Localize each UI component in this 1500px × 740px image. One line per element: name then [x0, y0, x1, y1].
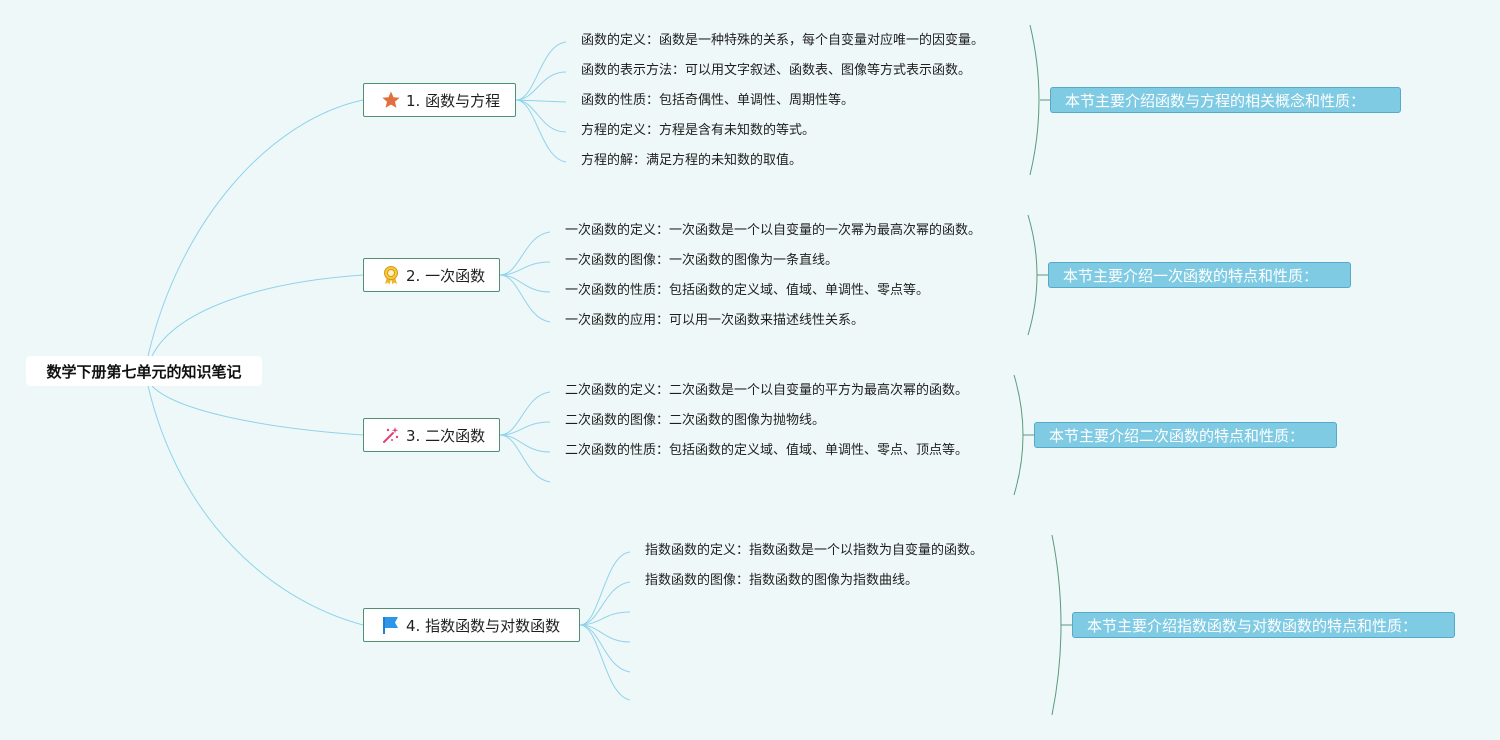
summary-brace-3 — [1013, 374, 1024, 496]
topic-1-to-item-3 — [515, 99, 567, 103]
topic-label: 1. 函数与方程 — [406, 91, 501, 110]
summary-box[interactable]: 本节主要介绍一次函数的特点和性质： — [1048, 262, 1351, 288]
topic-3-to-item-2 — [499, 421, 551, 436]
award-ribbon-icon — [381, 265, 401, 285]
topic-1-to-item-1 — [515, 41, 567, 101]
subtopic-item[interactable]: 函数的表示方法：可以用文字叙述、函数表、图像等方式表示函数。 — [581, 63, 972, 78]
topic-label: 3. 二次函数 — [406, 426, 486, 445]
summary-label: 本节主要介绍一次函数的特点和性质： — [1063, 266, 1319, 285]
topic-1-to-item-4 — [515, 99, 567, 133]
topic-2-to-item-1 — [499, 231, 551, 276]
topic-4-to-item-1 — [579, 551, 631, 626]
root-to-topic-4 — [147, 385, 364, 626]
subtopic-item[interactable]: 函数的性质：包括奇偶性、单调性、周期性等。 — [581, 93, 855, 108]
subtopic-item[interactable]: 指数函数的定义：指数函数是一个以指数为自变量的函数。 — [645, 543, 984, 558]
subtopic-item[interactable]: 二次函数的性质：包括函数的定义域、值域、单调性、零点、顶点等。 — [565, 443, 969, 458]
topic-exponential-and-logarithmic[interactable]: 4. 指数函数与对数函数 — [363, 608, 580, 642]
magic-wand-icon — [381, 425, 401, 445]
summary-label: 本节主要介绍指数函数与对数函数的特点和性质： — [1087, 616, 1418, 635]
root-to-topic-1 — [147, 99, 364, 357]
summary-brace-2 — [1027, 214, 1038, 336]
root-topic-label: 数学下册第七单元的知识笔记 — [46, 362, 242, 381]
summary-box[interactable]: 本节主要介绍二次函数的特点和性质： — [1034, 422, 1337, 448]
topic-3-to-item-1 — [499, 391, 551, 436]
topic-1-to-item-2 — [515, 71, 567, 101]
subtopic-item[interactable]: 一次函数的图像：一次函数的图像为一条直线。 — [565, 253, 839, 268]
summary-label: 本节主要介绍二次函数的特点和性质： — [1049, 426, 1305, 445]
topic-label: 4. 指数函数与对数函数 — [406, 616, 561, 635]
topic-label: 2. 一次函数 — [406, 266, 486, 285]
subtopic-item[interactable]: 一次函数的性质：包括函数的定义域、值域、单调性、零点等。 — [565, 283, 930, 298]
star-icon — [381, 90, 401, 110]
root-topic[interactable]: 数学下册第七单元的知识笔记 — [26, 356, 262, 386]
topic-4-to-empty-3 — [579, 624, 631, 673]
topic-linear-function[interactable]: 2. 一次函数 — [363, 258, 500, 292]
topic-functions-and-equations[interactable]: 1. 函数与方程 — [363, 83, 516, 117]
root-to-topic-3 — [151, 385, 364, 436]
summary-label: 本节主要介绍函数与方程的相关概念和性质： — [1065, 91, 1366, 110]
topic-4-to-empty-4 — [579, 624, 631, 701]
topic-2-to-item-2 — [499, 261, 551, 276]
subtopic-item[interactable]: 函数的定义：函数是一种特殊的关系，每个自变量对应唯一的因变量。 — [581, 33, 985, 48]
summary-brace-4 — [1051, 534, 1062, 716]
topic-2-to-item-4 — [499, 274, 551, 323]
subtopic-item[interactable]: 二次函数的定义：二次函数是一个以自变量的平方为最高次幂的函数。 — [565, 383, 969, 398]
subtopic-item[interactable]: 一次函数的定义：一次函数是一个以自变量的一次幂为最高次幂的函数。 — [565, 223, 982, 238]
topic-4-to-empty-1 — [579, 611, 631, 626]
topic-1-to-item-5 — [515, 99, 567, 163]
subtopic-item[interactable]: 方程的解：满足方程的未知数的取值。 — [581, 153, 803, 168]
summary-brace-1 — [1029, 24, 1040, 176]
subtopic-item[interactable]: 方程的定义：方程是含有未知数的等式。 — [581, 123, 816, 138]
topic-3-to-empty-1 — [499, 434, 551, 483]
subtopic-item[interactable]: 二次函数的图像：二次函数的图像为抛物线。 — [565, 413, 826, 428]
topic-4-to-item-2 — [579, 581, 631, 626]
root-to-topic-2 — [151, 274, 364, 357]
topic-quadratic-function[interactable]: 3. 二次函数 — [363, 418, 500, 452]
subtopic-item[interactable]: 一次函数的应用：可以用一次函数来描述线性关系。 — [565, 313, 865, 328]
flag-icon — [381, 615, 401, 635]
summary-box[interactable]: 本节主要介绍函数与方程的相关概念和性质： — [1050, 87, 1401, 113]
subtopic-item[interactable]: 指数函数的图像：指数函数的图像为指数曲线。 — [645, 573, 919, 588]
summary-box[interactable]: 本节主要介绍指数函数与对数函数的特点和性质： — [1072, 612, 1455, 638]
